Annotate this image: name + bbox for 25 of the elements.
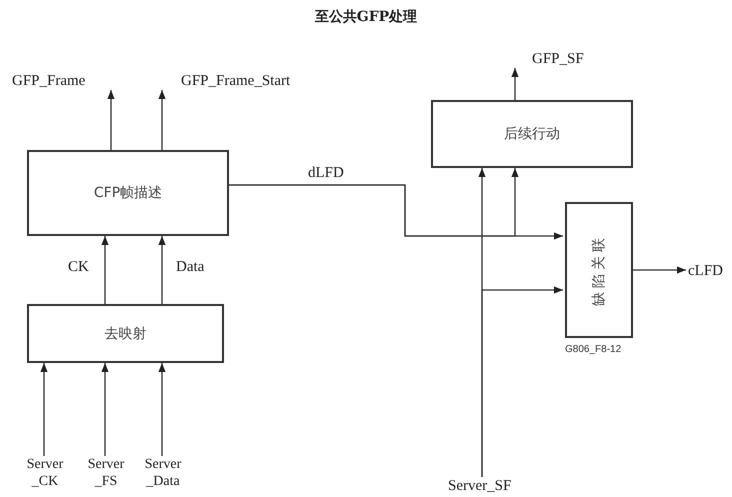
signal-label: GFP_SF [532, 50, 584, 68]
arrow [107, 90, 115, 150]
signal-label: GFP_Frame [12, 72, 86, 90]
signal-label: GFP_Frame_Start [181, 72, 290, 90]
process-box: 后续行动 [431, 100, 633, 168]
arrow [158, 236, 166, 304]
arrow [511, 68, 519, 100]
process-box: 去映射 [27, 304, 224, 363]
arrow [229, 168, 519, 237]
arrow [101, 363, 109, 456]
title: 至公共GFP处理 [314, 8, 418, 26]
process-box: 缺陷关联 [565, 202, 633, 338]
arrow [158, 363, 166, 456]
arrow [40, 363, 48, 456]
process-box: CFP帧描述 [27, 150, 229, 236]
arrow [481, 286, 563, 477]
arrow [633, 266, 686, 274]
figure-code: G806_F8-12 [565, 344, 622, 355]
signal-label: Server _FS [81, 456, 131, 490]
signal-label: Server _CK [20, 456, 70, 490]
arrow [101, 236, 109, 304]
signal-label: cLFD [688, 262, 723, 280]
signal-label: Server_SF [448, 477, 512, 495]
arrow [158, 90, 166, 150]
signal-label: Server _Data [138, 456, 188, 490]
